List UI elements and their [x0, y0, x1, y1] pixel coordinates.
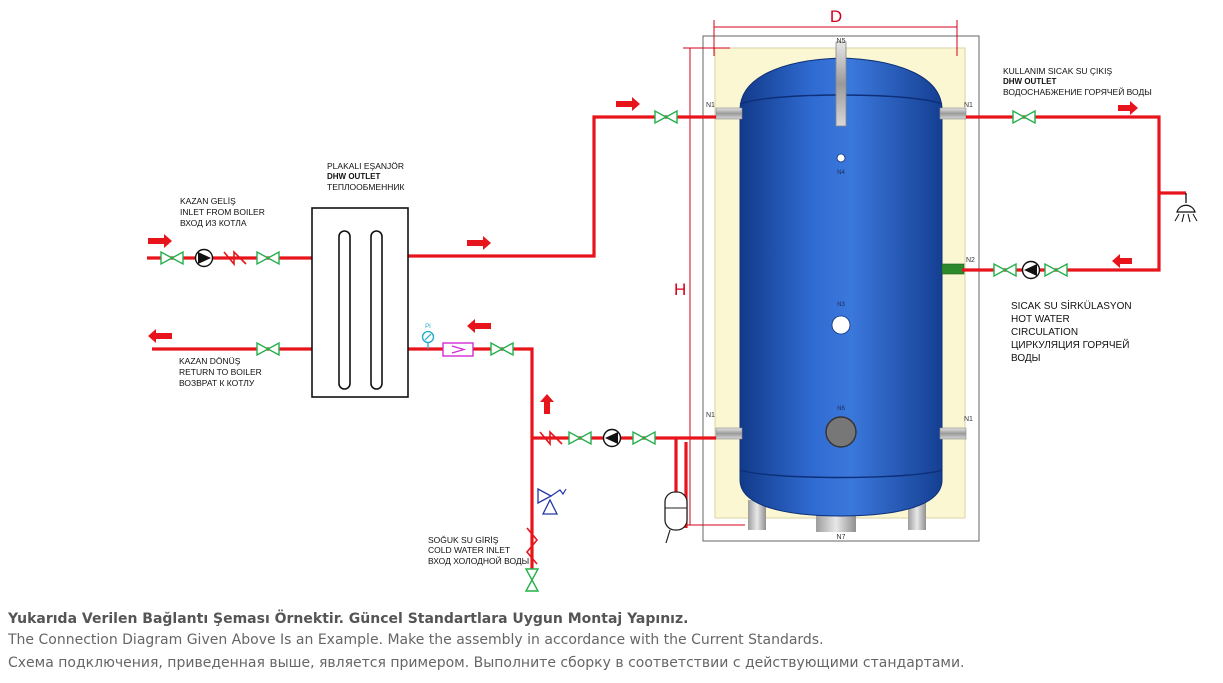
- note-russian: Схема подключения, приведенная выше, явл…: [8, 655, 965, 671]
- svg-text:ВОДЫ: ВОДЫ: [1011, 353, 1041, 364]
- nozzle-n7-label: N7: [837, 534, 846, 541]
- pressure-gauge-label: PI: [425, 324, 431, 330]
- hot-water-outlet-label: KULLANIM SICAK SU ÇIKIŞ DHW OUTLET ВОДОС…: [1003, 66, 1152, 97]
- svg-text:ВОЗВРАТ К КОТЛУ: ВОЗВРАТ К КОТЛУ: [179, 378, 255, 388]
- heat-exchanger-label: PLAKALI EŞANJÖR DHW OUTLET ТЕПЛООБМЕННИК: [327, 161, 404, 192]
- svg-text:ВОДОСНАБЖЕНИЕ ГОРЯЧЕЙ ВОДЫ: ВОДОСНАБЖЕНИЕ ГОРЯЧЕЙ ВОДЫ: [1003, 86, 1152, 97]
- svg-text:DHW OUTLET: DHW OUTLET: [1003, 77, 1056, 86]
- note-turkish: Yukarıda Verilen Bağlantı Şeması Örnekti…: [8, 611, 689, 627]
- cold-water-inlet-label: SOĞUK SU GİRİŞ COLD WATER INLET ВХОД ХОЛ…: [428, 535, 529, 566]
- svg-text:ВХОД ХОЛОДНОЙ ВОДЫ: ВХОД ХОЛОДНОЙ ВОДЫ: [428, 555, 529, 566]
- svg-text:KULLANIM SICAK SU ÇIKIŞ: KULLANIM SICAK SU ÇIKIŞ: [1003, 66, 1112, 76]
- svg-text:SOĞUK SU GİRİŞ: SOĞUK SU GİRİŞ: [428, 535, 499, 545]
- svg-text:DHW OUTLET: DHW OUTLET: [327, 172, 380, 181]
- svg-text:ЦИРКУЛЯЦИЯ ГОРЯЧЕЙ: ЦИРКУЛЯЦИЯ ГОРЯЧЕЙ: [1011, 338, 1129, 351]
- svg-text:KAZAN GELİŞ: KAZAN GELİŞ: [180, 196, 236, 206]
- circulation-label: SICAK SU SİRKÜLASYON HOT WATER CIRCULATI…: [1011, 299, 1132, 364]
- svg-text:RETURN TO BOILER: RETURN TO BOILER: [179, 367, 262, 377]
- nozzle-n5-label: N5: [837, 38, 846, 45]
- svg-text:HOT WATER: HOT WATER: [1011, 314, 1070, 325]
- fittings: [160, 110, 1198, 592]
- nozzle-n2-label: N2: [966, 257, 975, 264]
- svg-text:PLAKALI EŞANJÖR: PLAKALI EŞANJÖR: [327, 161, 404, 171]
- flow-arrows: [148, 97, 1138, 414]
- svg-text:COLD WATER INLET: COLD WATER INLET: [428, 545, 510, 555]
- svg-text:SICAK SU SİRKÜLASYON: SICAK SU SİRKÜLASYON: [1011, 299, 1132, 312]
- height-label: H: [674, 280, 686, 299]
- connection-diagram: N5 N1 N1 N1 N1 N2 N3 N4 N6 N7 D H: [147, 7, 1198, 592]
- nozzle-n6-label: N6: [837, 406, 845, 412]
- nozzle-n1-bottom-right-label: N1: [964, 416, 973, 423]
- plate-heat-exchanger: [311, 207, 409, 398]
- svg-text:ТЕПЛООБМЕННИК: ТЕПЛООБМЕННИК: [327, 182, 404, 192]
- svg-text:KAZAN DÖNÜŞ: KAZAN DÖNÜŞ: [179, 356, 241, 366]
- nozzle-n1-top-left-label: N1: [706, 102, 715, 109]
- diameter-label: D: [830, 7, 842, 26]
- boiler-inlet-label: KAZAN GELİŞ INLET FROM BOILER ВХОД ИЗ КО…: [180, 196, 265, 228]
- svg-text:CIRCULATION: CIRCULATION: [1011, 327, 1078, 338]
- svg-text:INLET FROM BOILER: INLET FROM BOILER: [180, 207, 265, 217]
- svg-text:ВХОД ИЗ КОТЛА: ВХОД ИЗ КОТЛА: [180, 218, 247, 228]
- nozzle-n1-bottom-left-label: N1: [706, 412, 715, 419]
- nozzle-n1-top-right-label: N1: [964, 102, 973, 109]
- note-english: The Connection Diagram Given Above Is an…: [8, 632, 824, 648]
- boiler-return-label: KAZAN DÖNÜŞ RETURN TO BOILER ВОЗВРАТ К К…: [179, 356, 262, 388]
- nozzle-n4-label: N4: [837, 170, 845, 176]
- storage-tank: [702, 35, 980, 542]
- nozzle-n3-label: N3: [837, 302, 845, 308]
- dimension-lines: [683, 20, 958, 526]
